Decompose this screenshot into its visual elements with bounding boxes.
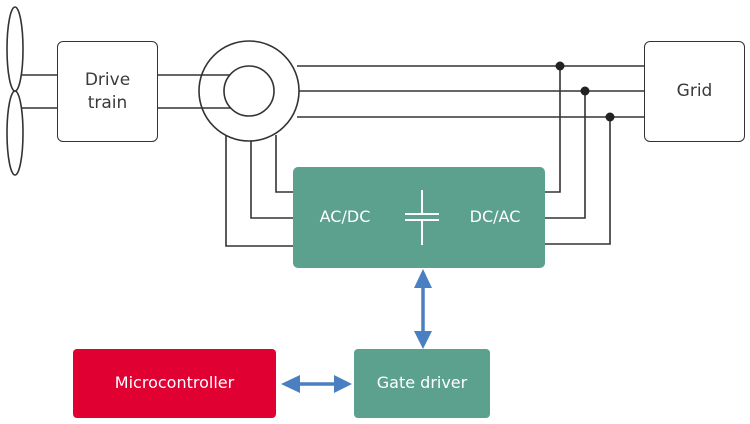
drive-train-box: Drive train <box>57 41 158 142</box>
ac-dc-label: AC/DC <box>319 206 371 226</box>
junction-dot-b <box>580 86 590 96</box>
grid-box: Grid <box>644 41 745 142</box>
arrow-converter-gate-driver <box>414 269 432 349</box>
rotor-line-1 <box>275 135 293 193</box>
rotor-line-2 <box>250 141 293 219</box>
junction-dot-c <box>605 112 615 122</box>
drive-train-label-line2: train <box>87 92 128 113</box>
rotor-line-3 <box>225 135 293 247</box>
generator-rotor <box>223 65 275 117</box>
grid-side-line-1 <box>545 66 561 193</box>
gate-driver-box <box>354 349 490 418</box>
grid-side-line-3 <box>545 117 611 245</box>
capacitor-icon <box>405 190 439 245</box>
microcontroller-box <box>73 349 276 418</box>
turbine-blade-lower <box>6 90 24 176</box>
converter-box <box>293 167 545 268</box>
microcontroller-label: Microcontroller <box>114 373 235 393</box>
grid-label: Grid <box>676 81 713 102</box>
grid-side-line-2 <box>545 91 586 219</box>
arrow-microcontroller-gate-driver <box>281 375 352 393</box>
junction-dot-a <box>555 61 565 71</box>
turbine-blade-upper <box>6 6 24 92</box>
drive-train-label-line1: Drive <box>84 70 131 91</box>
dc-ac-label: DC/AC <box>469 206 521 226</box>
gate-driver-label: Gate driver <box>376 373 468 393</box>
